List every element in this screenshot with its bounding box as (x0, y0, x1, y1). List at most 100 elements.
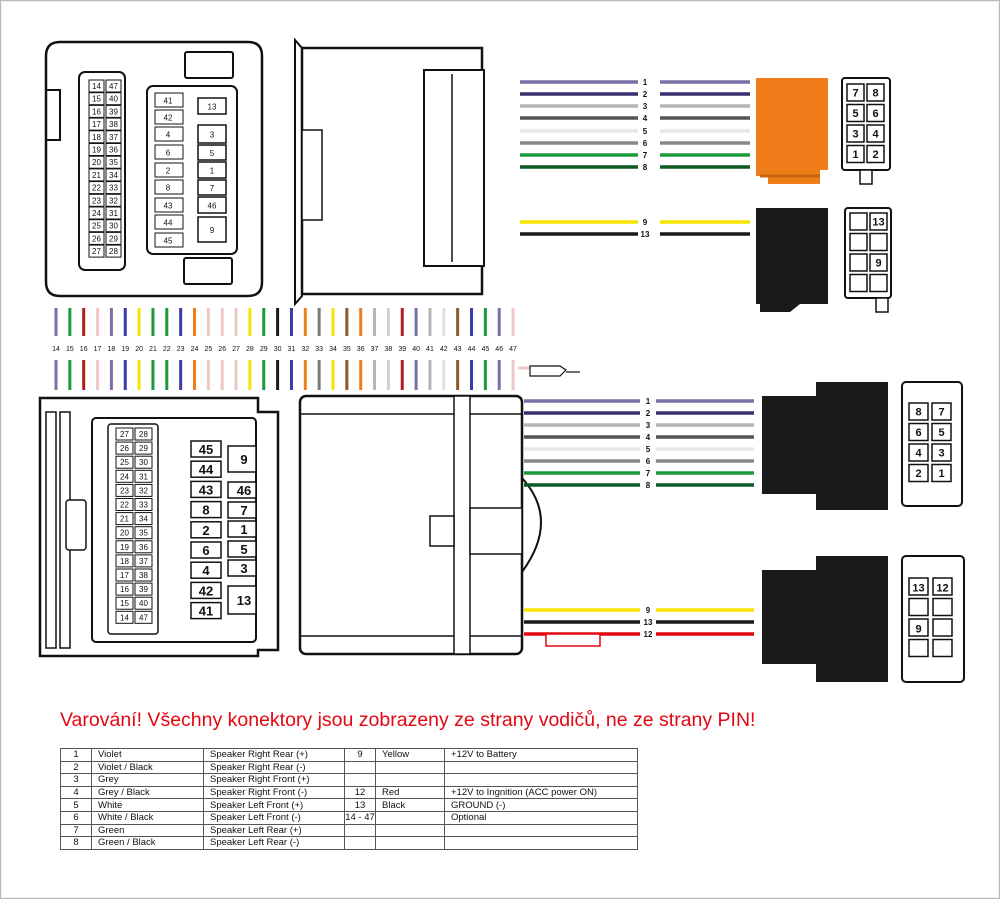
pin-box-cell (931, 402, 952, 421)
wire-number: 7 (646, 469, 651, 478)
fuse-holder (529, 365, 567, 377)
pin-number: 33 (139, 501, 148, 510)
pin-number: 34 (109, 171, 118, 180)
pin-number: 39 (109, 107, 118, 116)
inner-pin-cell (197, 144, 227, 161)
middle-wire-number: 14 (52, 346, 60, 353)
middle-wire-number: 24 (191, 346, 199, 353)
middle-wire-number: 25 (204, 346, 212, 353)
pin-cell (105, 168, 122, 182)
pin-number: 22 (92, 184, 101, 193)
middle-wire-number: 46 (495, 346, 503, 353)
legend-cell-n: 8 (60, 836, 92, 850)
pin-number: 46 (208, 202, 217, 211)
pin-box-number: 9 (875, 258, 881, 270)
middle-wire-number: 33 (315, 346, 323, 353)
pin-number: 6 (202, 543, 209, 558)
legend-cell-color: Grey (91, 773, 204, 787)
pin-cell (134, 582, 153, 596)
big-pin-cell (190, 581, 222, 600)
pin-number: 15 (92, 95, 101, 104)
pin-box-cell (931, 463, 952, 483)
pin-cell (105, 79, 122, 93)
big-pin-cell (227, 585, 257, 615)
pin-box-cell (849, 273, 868, 293)
pin-box-number: 1 (852, 149, 858, 161)
middle-wire-number: 47 (509, 346, 517, 353)
pin-cell (134, 483, 153, 497)
pin-number: 13 (208, 103, 217, 112)
big-pin-cell (227, 501, 257, 519)
pin-box-cell (846, 144, 865, 164)
pin-box-cell (908, 443, 929, 462)
wire-number: 8 (643, 163, 648, 172)
pin-cell (115, 469, 134, 483)
wire-number: 3 (643, 102, 648, 111)
big-pin-cell (190, 480, 222, 499)
legend-cell-color: Violet / Black (91, 760, 204, 775)
legend-cell-n2 (344, 760, 376, 775)
legend-cell-n2: 14 - 47 (344, 810, 376, 825)
middle-wire-number: 43 (454, 346, 462, 353)
pin-box-cell (849, 212, 868, 231)
legend-cell-func: Speaker Left Front (-) (203, 810, 345, 825)
bottom-plug-neck (469, 507, 523, 555)
pin-cell (134, 596, 153, 610)
pin-number: 23 (120, 486, 129, 495)
pin-number: 32 (139, 486, 148, 495)
middle-wire-number: 15 (66, 346, 74, 353)
pin-cell (88, 143, 105, 156)
bottom-connector-latch (65, 499, 87, 551)
wire-number: 9 (643, 218, 648, 227)
pin-box-latch (875, 297, 889, 313)
middle-wire-number: 21 (149, 346, 157, 353)
middle-wire-number: 17 (94, 346, 102, 353)
middle-wire-number: 41 (426, 346, 434, 353)
pin-cell (105, 155, 122, 169)
pin-number: 43 (199, 482, 213, 497)
pin-number: 28 (139, 430, 148, 439)
pin-number: 45 (199, 442, 213, 457)
pin-cell (88, 244, 105, 258)
pin-number: 7 (240, 503, 247, 518)
pin-number: 16 (92, 107, 101, 116)
pin-number: 44 (199, 462, 214, 477)
pin-cell (154, 197, 184, 213)
legend-cell-n2: 9 (344, 748, 376, 762)
wire-number: 9 (646, 606, 651, 615)
pin-box-cell (932, 597, 953, 617)
wire-number: 2 (643, 90, 648, 99)
legend-cell-color2 (375, 810, 445, 825)
pin-number: 7 (210, 184, 215, 193)
pin-cell (88, 181, 105, 195)
pin-box-number: 7 (938, 407, 944, 419)
middle-wire-number: 38 (385, 346, 393, 353)
legend-cell-func2: +12V to Ingnition (ACC power ON) (444, 785, 638, 800)
middle-wire-number: 42 (440, 346, 448, 353)
middle-wire-number: 19 (121, 346, 129, 353)
pin-number: 33 (109, 184, 118, 193)
big-pin-cell (190, 500, 222, 519)
middle-wire-number: 16 (80, 346, 88, 353)
pin-box-cell (908, 402, 929, 421)
legend-cell-n: 5 (60, 798, 92, 812)
pin-box-cell (908, 422, 929, 442)
pin-cell (115, 455, 134, 469)
pin-number: 27 (92, 247, 101, 256)
pin-number: 30 (139, 458, 148, 467)
big-pin-cell (227, 481, 257, 499)
big-pin-cell (227, 445, 257, 473)
legend-cell-color: Grey / Black (91, 785, 204, 800)
pin-box-number: 6 (872, 108, 878, 120)
pin-cell (88, 193, 105, 207)
pin-box-number: 9 (915, 624, 921, 636)
pin-box-cell (908, 577, 929, 596)
inner-pin-cell (197, 179, 227, 196)
pin-box-cell (932, 618, 953, 637)
pin-box-cell (869, 273, 888, 293)
pin-number: 18 (92, 133, 101, 142)
legend-cell-color2 (375, 773, 445, 787)
